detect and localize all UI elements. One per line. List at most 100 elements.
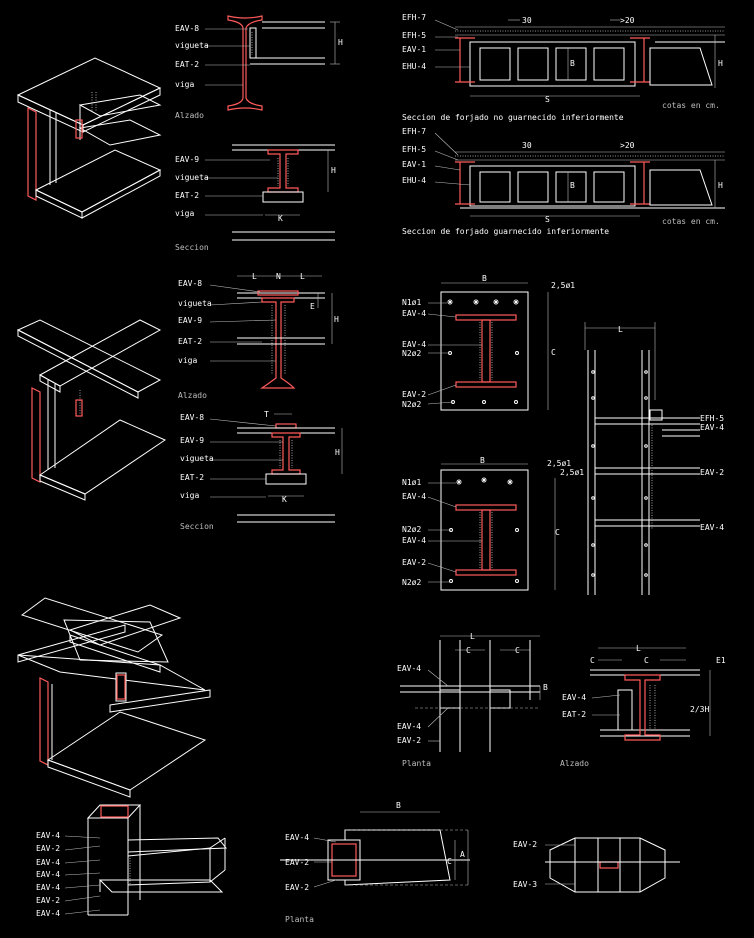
plate2-label-5: N2ø2 — [402, 578, 421, 587]
column-label-2: EAV-2 — [700, 468, 724, 477]
detail2-dim-e: E — [310, 302, 315, 311]
detail1-elevation: H EAV-8 vigueta EAT-2 viga Alzado — [175, 15, 343, 120]
plate1-label-0: N1ø1 — [402, 298, 421, 307]
detail1-label-1: vigueta — [175, 41, 209, 50]
plan-dim-l: L — [470, 632, 475, 641]
plate2-anchor-stars — [456, 477, 513, 485]
tube-label-0: EAV-4 — [285, 833, 309, 842]
detail1-sec-dim-h: H — [331, 166, 336, 175]
iso-bottom-label-6: EAV-4 — [36, 909, 60, 918]
slab-top-dim-20: >20 — [620, 16, 635, 25]
plate1-label-5: N2ø2 — [402, 400, 421, 409]
slab-section-top: B H S 30 >20 EFH-7 EFH-5 EAV-1 EHU-4 cot… — [402, 13, 725, 122]
plate2-dim-b: B — [480, 456, 485, 465]
slab-bottom-dim-h: H — [718, 181, 723, 190]
tube-label-2: EAV-2 — [285, 883, 309, 892]
tube-dim-b: B — [396, 801, 401, 810]
plate2-label-0: N1ø1 — [402, 478, 421, 487]
alzado-label-1: EAT-2 — [562, 710, 586, 719]
slab-bottom-dim-30: 30 — [522, 141, 532, 150]
plate2-dim-pitch-a: 2,5ø1 — [547, 459, 571, 468]
alzado-dim-e: E1 — [716, 656, 726, 665]
column-dim-l: L — [618, 325, 623, 334]
plate1-dim-b: B — [482, 274, 487, 283]
detail2-label-2: EAV-9 — [178, 316, 202, 325]
iso-bottom-label-5: EAV-2 — [36, 896, 60, 905]
detail1-label-2: EAT-2 — [175, 60, 199, 69]
detail1-label-0: EAV-8 — [175, 24, 199, 33]
iso-bottom-label-3: EAV-4 — [36, 870, 60, 879]
detail2-dim-n: N — [276, 272, 281, 281]
column-elevation: L EFH-5 EAV-4 EAV-2 EAV-4 — [584, 322, 724, 595]
detail2-dim-t: T — [264, 410, 269, 419]
detail2-sec-dim-h: H — [335, 448, 340, 457]
slab-bottom-label-0: EFH-7 — [402, 127, 426, 136]
detail2-elevation: L N L H E EAV-8 vigueta EAV-9 EAT-2 viga… — [178, 272, 339, 400]
plate1-anchor-stars — [447, 299, 519, 305]
detail1-sec-label-1: vigueta — [175, 173, 209, 182]
slab-bottom-caption: Seccion de forjado guarnecido inferiorme… — [402, 227, 609, 236]
tube-label-1: EAV-2 — [285, 858, 309, 867]
plate1-dim-c: C — [551, 348, 556, 357]
detail1-dim-h: H — [338, 38, 343, 47]
tube-dim-a: A — [460, 850, 465, 859]
alzado-label-0: EAV-4 — [562, 693, 586, 702]
hex-detail: EAV-2 EAV-3 — [513, 837, 680, 893]
plan-label-0: EAV-4 — [397, 664, 421, 673]
detail1-sec-label-0: EAV-9 — [175, 155, 199, 164]
slab-bottom-dim-20: >20 — [620, 141, 635, 150]
detail2-dim-k: K — [282, 495, 287, 504]
detail2-dim-l2: L — [300, 272, 305, 281]
iso-bottom-label-1: EAV-2 — [36, 844, 60, 853]
iso-beam-joint-2 — [16, 319, 167, 501]
plate2-dim-pitch-b: 2,5ø1 — [560, 468, 584, 477]
plan-detail: L C C B EAV-4 EAV-4 EAV-2 Planta — [397, 632, 548, 768]
slab-bottom-dim-s: S — [545, 215, 550, 224]
slab-top-label-2: EAV-1 — [402, 45, 426, 54]
iso-bottom-label-2: EAV-4 — [36, 858, 60, 867]
plate2-label-4: EAV-2 — [402, 558, 426, 567]
detail2-elev-caption: Alzado — [178, 391, 207, 400]
slab-bottom-label-1: EFH-5 — [402, 145, 426, 154]
alzado-dim-l: L — [636, 644, 641, 653]
detail2-section: T K H EAV-8 EAV-9 vigueta EAT-2 viga Sec… — [180, 410, 343, 531]
detail1-sec-label-2: EAT-2 — [175, 191, 199, 200]
detail2-dim-h: H — [334, 315, 339, 324]
detail2-label-3: EAT-2 — [178, 337, 202, 346]
detail2-sec-label-0: EAV-8 — [180, 413, 204, 422]
detail2-sec-label-4: viga — [180, 491, 199, 500]
detail1-section: K H EAV-9 vigueta EAT-2 viga Seccion — [175, 144, 336, 252]
slab-section-bottom: B H S 30 >20 EFH-7 EFH-5 EAV-1 EHU-4 cot… — [402, 127, 725, 236]
slab-top-caption: Seccion de forjado no guarnecido inferio… — [402, 113, 624, 122]
plan-dim-b: B — [543, 683, 548, 692]
detail1-sec-caption: Seccion — [175, 243, 209, 252]
alzado-caption: Alzado — [560, 759, 589, 768]
plate2-label-1: EAV-4 — [402, 492, 426, 501]
detail2-sec-label-2: vigueta — [180, 454, 214, 463]
plate1-label-1: EAV-4 — [402, 309, 426, 318]
slab-bottom-label-3: EHU-4 — [402, 176, 426, 185]
detail2-label-0: EAV-8 — [178, 279, 202, 288]
plate1-label-3: N2ø2 — [402, 349, 421, 358]
detail1-elev-caption: Alzado — [175, 111, 204, 120]
detail2-label-4: viga — [178, 356, 197, 365]
column-label-3: EAV-4 — [700, 523, 724, 532]
slab-bottom-dim-b: B — [570, 181, 575, 190]
plan-caption: Planta — [402, 759, 431, 768]
detail1-dim-k: K — [278, 214, 283, 223]
column-bolt-holes — [591, 370, 648, 577]
iso-tube-column: EAV-4 EAV-2 EAV-4 EAV-4 EAV-4 EAV-2 EAV-… — [36, 804, 228, 918]
slab-bottom-units: cotas en cm. — [662, 217, 720, 226]
detail1-sec-label-3: viga — [175, 209, 194, 218]
plate2-label-2: N2ø2 — [402, 525, 421, 534]
slab-top-label-3: EHU-4 — [402, 62, 426, 71]
tube-dim-c: C — [447, 857, 452, 866]
slab-top-label-0: EFH-7 — [402, 13, 426, 22]
detail2-label-1: vigueta — [178, 299, 212, 308]
detail2-dim-l1: L — [252, 272, 257, 281]
plate1-label-2: EAV-4 — [402, 340, 426, 349]
slab-top-dim-b: B — [570, 59, 575, 68]
plan-label-2: EAV-2 — [397, 736, 421, 745]
